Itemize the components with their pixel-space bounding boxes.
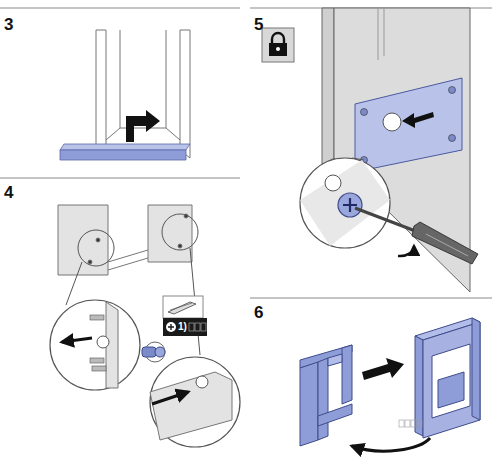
detail-circle-screw xyxy=(300,158,390,248)
cabinet-step3 xyxy=(96,30,190,158)
screwdriver xyxy=(355,208,478,264)
rotate-arrow xyxy=(352,438,430,451)
tool-size-icon xyxy=(163,318,207,336)
step-number: 6 xyxy=(254,304,263,321)
panel-separators xyxy=(0,8,492,298)
plinth-bar xyxy=(60,144,190,160)
detail-circle-left xyxy=(50,300,140,390)
step-number: 4 xyxy=(4,184,13,201)
rotation-marks xyxy=(399,420,422,427)
lock-icon xyxy=(262,28,294,62)
insert-arrow xyxy=(126,110,160,142)
detail-circle-right xyxy=(150,357,240,447)
cabinet-frame-right xyxy=(415,318,480,438)
step-number: 3 xyxy=(4,16,13,33)
step-number: 5 xyxy=(254,16,263,33)
cam-fitting xyxy=(142,342,165,362)
screwdriver-tip-icon xyxy=(163,296,203,318)
mounting-plate xyxy=(355,78,462,172)
move-arrow xyxy=(362,358,404,380)
cabinet-frame-left xyxy=(300,345,352,446)
tool-size: 1) xyxy=(178,322,187,332)
